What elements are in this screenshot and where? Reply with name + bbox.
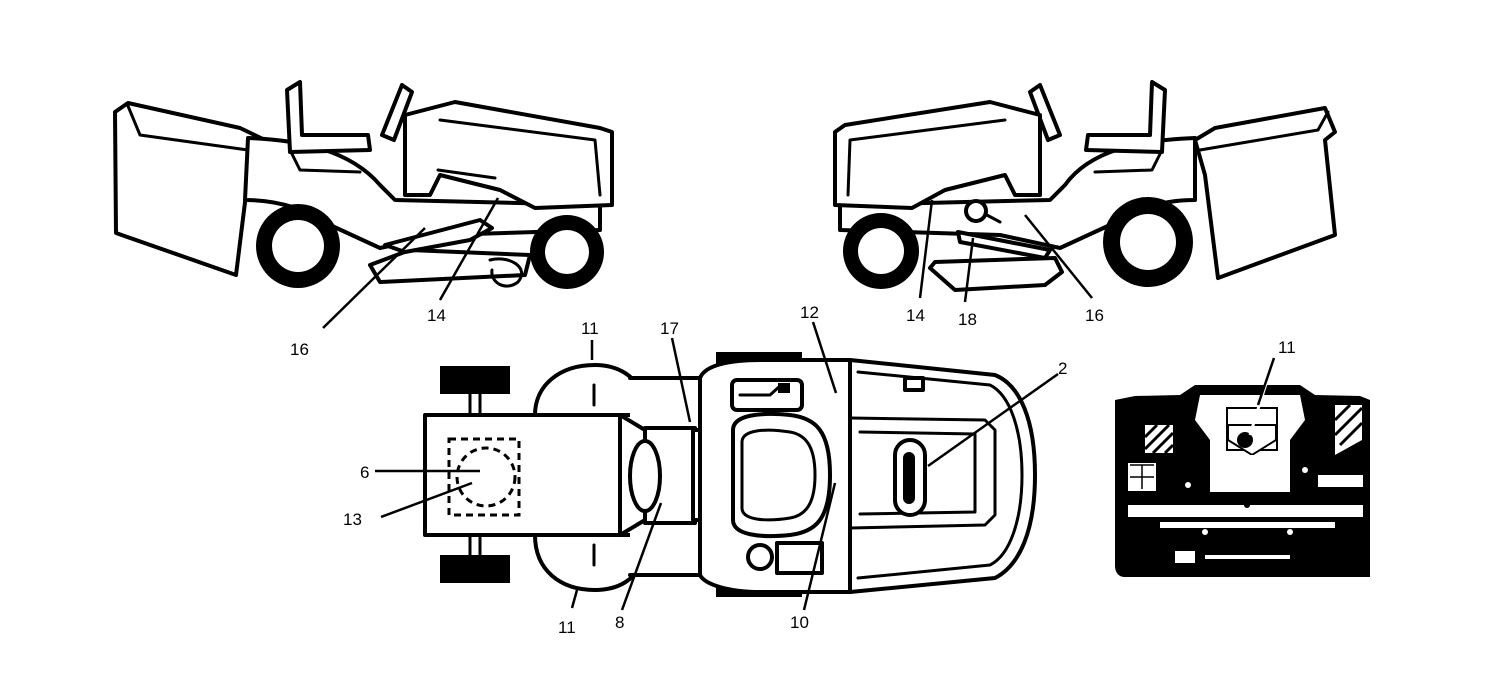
left-vent-hatch: [1143, 423, 1175, 455]
callout-2: 2: [1058, 359, 1067, 378]
callout-14-left: 14: [427, 306, 446, 325]
callout-17: 17: [660, 319, 679, 338]
callout-11-top-upper: 11: [581, 319, 599, 338]
right-side-view-tractor: [833, 80, 1337, 303]
right-vent-hatch: [1333, 403, 1364, 455]
callout-13: 13: [343, 510, 362, 529]
callout-18-right: 18: [958, 310, 977, 329]
callout-11-rear: 11: [1278, 338, 1296, 357]
rear-panel: [1115, 357, 1370, 577]
left-side-view-tractor: [113, 80, 614, 329]
callout-14-right: 14: [906, 306, 925, 325]
callout-10: 10: [790, 613, 809, 632]
top-view-tractor: [375, 321, 1059, 611]
callout-8: 8: [615, 613, 624, 632]
callout-6: 6: [360, 463, 369, 482]
callout-11-top-lower: 11: [558, 618, 576, 637]
callout-16-right: 16: [1085, 306, 1104, 325]
callout-16-left: 16: [290, 340, 309, 359]
callout-12: 12: [800, 303, 819, 322]
